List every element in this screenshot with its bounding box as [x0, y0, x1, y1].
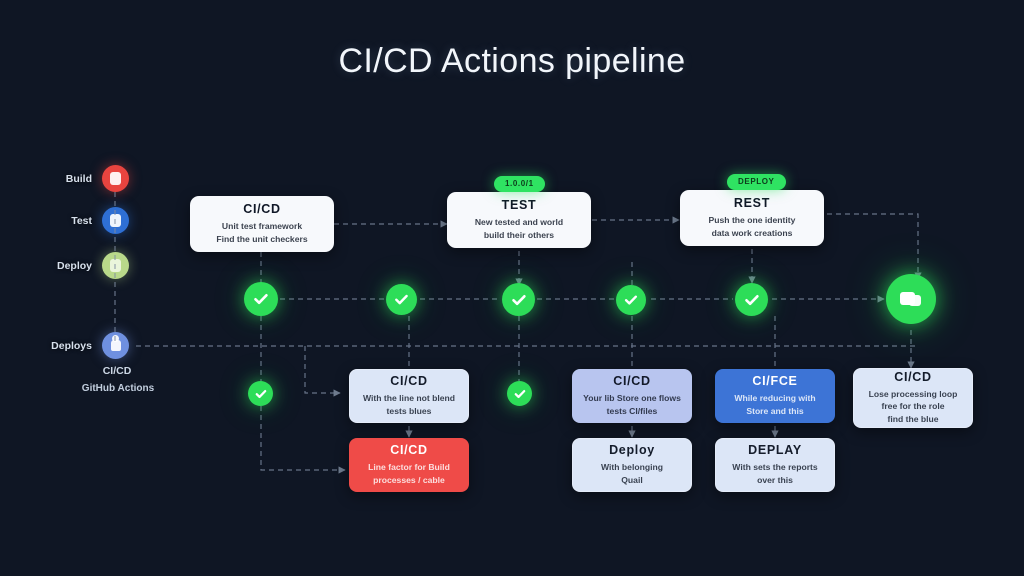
status-check-2[interactable] — [386, 284, 417, 315]
card-line-1: Your lib Store one flows — [583, 393, 681, 404]
user-icon — [102, 332, 129, 359]
check-icon — [514, 389, 525, 398]
page-title: CI/CD Actions pipeline — [338, 42, 686, 80]
card-line-1: While reducing with — [734, 393, 816, 404]
bottom-card-deploy[interactable]: Deploy With belonging Quail — [572, 438, 692, 492]
check-icon — [255, 389, 266, 398]
bottom-card-cicd-fail[interactable]: CI/CD Line factor for Build processes / … — [349, 438, 469, 492]
card-title: CI/CD — [894, 369, 932, 384]
legend-item-test[interactable]: Test — [71, 207, 129, 234]
card-line-3: find the blue — [887, 413, 939, 424]
status-check-6[interactable] — [248, 381, 273, 406]
card-line-2: processes / cable — [373, 474, 445, 485]
legend-caption-title: CI/CD — [102, 365, 132, 377]
legend-item-deploy[interactable]: Deploy — [57, 252, 129, 279]
build-icon — [102, 165, 129, 192]
card-line-1: With sets the reports — [732, 462, 818, 473]
card-title: DEPLAY — [748, 443, 802, 458]
legend-caption-subtitle: GitHub Actions — [81, 383, 155, 394]
status-badge-test: 1.0.0/1 — [494, 176, 545, 192]
legend-item-label: Test — [71, 214, 92, 227]
card-line-1: With the line not blend — [362, 393, 456, 404]
pipeline-card-cicd[interactable]: CI/CD Unit test framework Find the unit … — [190, 196, 334, 252]
card-title: REST — [733, 196, 771, 211]
card-title: Deploy — [609, 443, 655, 458]
bottom-card-deplay[interactable]: DEPLAY With sets the reports over this — [715, 438, 835, 492]
card-title: CI/CD — [390, 374, 428, 389]
card-line-2: Store and this — [746, 405, 804, 416]
card-title: CI/CD — [613, 374, 651, 389]
card-line-2: over this — [757, 474, 793, 485]
pipeline-card-test[interactable]: TEST New tested and world build their ot… — [447, 192, 591, 248]
card-line-2: Quail — [621, 474, 643, 485]
card-title: TEST — [501, 198, 537, 213]
deploy-icon — [102, 252, 129, 279]
legend-item-build[interactable]: Build — [66, 165, 129, 192]
status-check-3[interactable] — [502, 283, 535, 316]
card-line-2: build their others — [483, 229, 555, 240]
card-title: CI/CD — [390, 443, 428, 458]
check-icon — [395, 294, 408, 305]
card-title: CI/FCE — [752, 374, 798, 389]
card-line-1: Push the one identity — [708, 215, 796, 226]
card-line-2: tests blues — [386, 405, 432, 416]
status-check-5[interactable] — [735, 283, 768, 316]
pipeline-card-rest[interactable]: REST Push the one identity data work cre… — [680, 190, 824, 246]
check-icon — [624, 295, 637, 305]
legend-item-label: Deploy — [56, 259, 92, 272]
card-line-2: free for the role — [881, 401, 945, 412]
check-icon — [744, 294, 759, 305]
card-line-1: New tested and world — [474, 217, 564, 228]
check-icon — [511, 294, 526, 305]
card-title: CI/CD — [243, 202, 281, 217]
lower-card-cicd-2[interactable]: CI/CD Your lib Store one flows tests CI/… — [572, 369, 692, 423]
legend-item-deploys[interactable]: Deploys — [51, 332, 129, 359]
stack-icon — [900, 291, 922, 307]
lower-card-cicd-1[interactable]: CI/CD With the line not blend tests blue… — [349, 369, 469, 423]
status-check-1[interactable] — [244, 282, 278, 316]
lower-card-cicd-3[interactable]: CI/CD Lose processing loop free for the … — [853, 368, 973, 428]
card-line-1: Line factor for Build — [368, 462, 450, 473]
card-line-1: Unit test framework — [221, 221, 303, 232]
card-line-2: Find the unit checkers — [216, 233, 308, 244]
test-icon — [102, 207, 129, 234]
card-line-1: With belonging — [601, 462, 663, 473]
check-icon — [254, 294, 268, 305]
legend-item-label: Build — [65, 172, 92, 185]
card-line-2: tests CI/files — [606, 405, 658, 416]
deploy-stack-node[interactable] — [886, 274, 936, 324]
card-line-2: data work creations — [711, 227, 793, 238]
card-line-1: Lose processing loop — [868, 388, 958, 399]
status-badge-rest: DEPLOY — [727, 174, 786, 190]
legend-item-label: Deploys — [51, 339, 92, 352]
lower-card-cifce[interactable]: CI/FCE While reducing with Store and thi… — [715, 369, 835, 423]
status-check-4[interactable] — [616, 285, 646, 315]
status-check-7[interactable] — [507, 381, 532, 406]
